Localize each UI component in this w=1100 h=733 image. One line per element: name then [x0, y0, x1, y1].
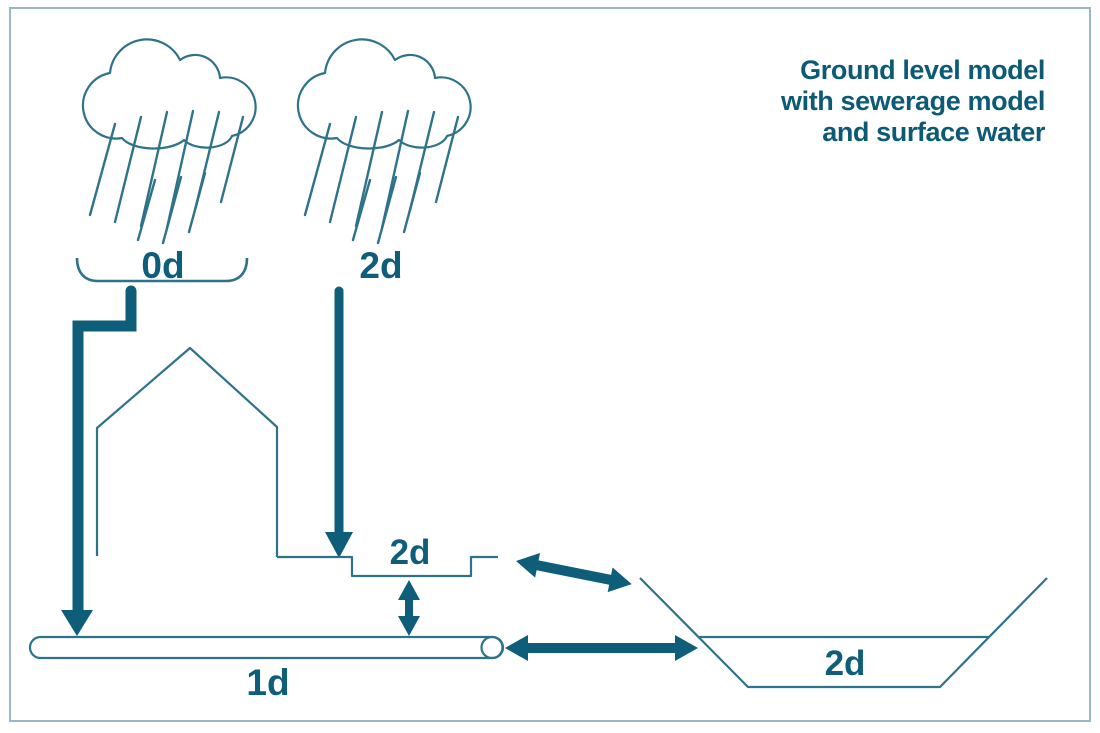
sewer-pipe: [28, 635, 505, 660]
house-outline: [95, 346, 279, 557]
rain-cloud-icon: [81, 38, 257, 245]
roof-catchment-bracket: [75, 257, 249, 283]
figure-title-line-3: and surface water: [822, 117, 1045, 147]
roof-runoff-arrowhead-icon: [61, 610, 93, 636]
label-direct-rain: 2d: [359, 245, 402, 286]
pipe-end-cap-icon: [480, 635, 504, 660]
label-river-channel: 2d: [825, 644, 866, 683]
rain-cloud-icon: [296, 38, 472, 245]
label-roof-rain: 0d: [141, 245, 184, 286]
sewer-river-exchange-arrow: [505, 635, 698, 661]
label-surface-depression: 2d: [390, 533, 431, 572]
direct-rainfall-arrowhead-icon: [325, 532, 353, 558]
ground-surface-line: [277, 555, 498, 578]
roof-runoff-arrow: [72, 285, 137, 618]
river-channel-outline: [639, 577, 1048, 689]
surface-river-exchange-arrow: [516, 553, 632, 593]
figure-title-line-1: Ground level model: [800, 55, 1045, 85]
depression-sewer-exchange-arrow: [398, 580, 420, 636]
figure-title-line-2: with sewerage model: [781, 86, 1045, 116]
label-sewer-pipe: 1d: [246, 662, 289, 703]
figure-border: [9, 7, 1091, 722]
figure-title: Ground level model with sewerage model a…: [685, 55, 1045, 148]
